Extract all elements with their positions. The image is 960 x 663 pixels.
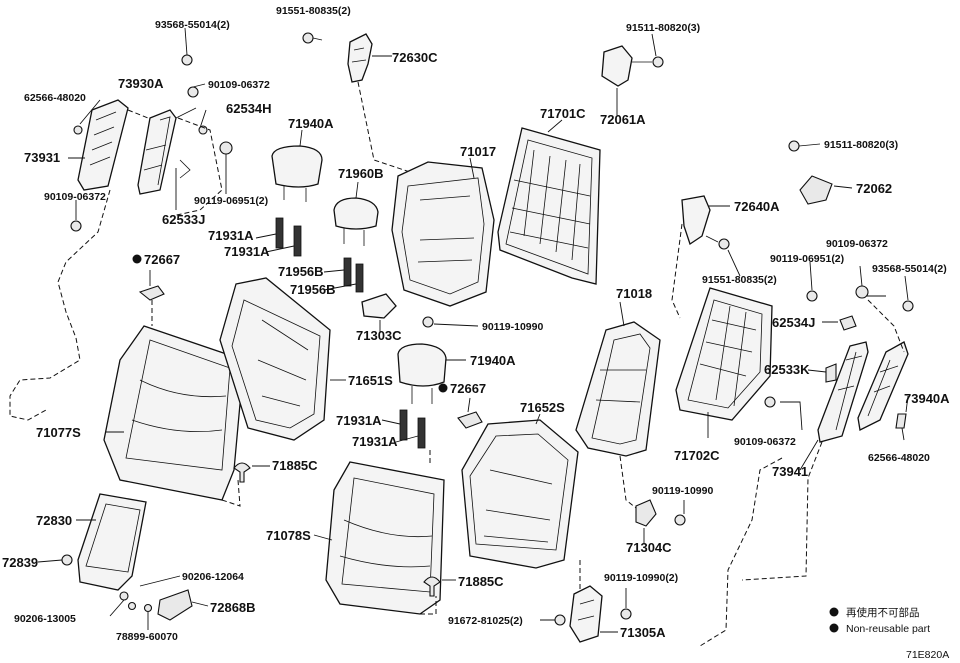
label-71304C: 71304C xyxy=(626,540,672,555)
label-91511-80820: 91511-80820(3) xyxy=(626,22,700,34)
label-71701C: 71701C xyxy=(540,106,586,121)
label-72839: 72839 xyxy=(2,555,38,570)
label-90109-06372-left: 90109-06372 xyxy=(44,191,106,203)
label-72830: 72830 xyxy=(36,513,72,528)
label-90206-13005: 90206-13005 xyxy=(14,613,76,625)
pad-71651S xyxy=(219,277,346,441)
label-90119-10990-c: 90119-10990(2) xyxy=(604,572,678,584)
label-62534J: 62534J xyxy=(772,315,815,330)
label-73941: 73941 xyxy=(772,464,808,479)
label-78899-60070: 78899-60070 xyxy=(116,631,178,643)
label-71931A-1: 71931A xyxy=(208,228,254,243)
hinge-72061A xyxy=(601,33,664,115)
label-91551-80835: 91551-80835(2) xyxy=(276,5,351,17)
label-91511-80820-right: 91511-80820(3) xyxy=(824,139,898,151)
label-62533J: 62533J xyxy=(162,212,205,227)
label-90109-06372-right-top: 90109-06372 xyxy=(826,238,888,250)
bracket-71304C xyxy=(619,455,686,544)
label-90119-06951-right: 90119-06951(2) xyxy=(770,253,844,265)
bracket-72062 xyxy=(788,140,853,205)
headrest-71940A-upper xyxy=(271,129,323,202)
clip-72667-left xyxy=(132,254,165,301)
label-71931A-3: 71931A xyxy=(336,413,382,428)
label-71652S: 71652S xyxy=(520,400,565,415)
label-72061A: 72061A xyxy=(600,112,646,127)
panel-71702C xyxy=(675,287,773,438)
label-91672-81025: 91672-81025(2) xyxy=(448,615,523,627)
label-73930A: 73930A xyxy=(118,76,164,91)
headrest-guides xyxy=(255,217,426,449)
label-90206-12064: 90206-12064 xyxy=(182,571,244,583)
label-72667-left: 72667 xyxy=(144,252,180,267)
clip-71885C-1 xyxy=(233,462,270,483)
legend-marker-jp xyxy=(829,607,839,617)
label-62533K: 62533K xyxy=(764,362,810,377)
label-90109-06372-right: 90109-06372 xyxy=(734,436,796,448)
label-71885C-2: 71885C xyxy=(458,574,504,589)
non-reusable-marker xyxy=(132,254,142,264)
label-71651S: 71651S xyxy=(348,373,393,388)
label-90119-10990-a: 90119-10990 xyxy=(482,321,543,333)
label-90109-06372-left-top: 90109-06372 xyxy=(208,79,270,91)
label-72062: 72062 xyxy=(856,181,892,196)
side-airbag-assembly-left xyxy=(9,27,233,421)
label-91551-80835-right: 91551-80835(2) xyxy=(702,274,777,286)
label-71940A-lower: 71940A xyxy=(470,353,516,368)
label-93568-55014: 93568-55014(2) xyxy=(155,19,230,31)
headrest-71960B xyxy=(333,181,379,246)
figure-code: 71E820A xyxy=(906,649,949,661)
label-71077S: 71077S xyxy=(36,425,81,440)
headrest-71940A-lower xyxy=(397,343,466,404)
label-72667-right: 72667 xyxy=(450,381,486,396)
label-62534H: 62534H xyxy=(226,101,272,116)
label-62566-48020-right: 62566-48020 xyxy=(868,452,930,464)
frame-71017 xyxy=(391,157,495,307)
label-72630C: 72630C xyxy=(392,50,438,65)
label-71956B-2: 71956B xyxy=(290,282,336,297)
label-73940A: 73940A xyxy=(904,391,950,406)
label-71305A: 71305A xyxy=(620,625,666,640)
label-71931A-2: 71931A xyxy=(224,244,270,259)
panel-71701C xyxy=(497,119,601,285)
hinge-72640A xyxy=(671,195,741,319)
clip-72667-right xyxy=(438,383,483,429)
frame-71018 xyxy=(575,301,661,457)
legend-non-reusable-jp: 再使用不可部品 xyxy=(846,606,920,619)
bracket-71305A xyxy=(540,560,632,643)
label-71303C: 71303C xyxy=(356,328,402,343)
legend: 再使用不可部品 Non-reusable part 71E820A xyxy=(829,606,949,661)
label-90119-10990-b: 90119-10990 xyxy=(652,485,713,497)
side-airbag-assembly-right xyxy=(699,261,914,647)
pad-71652S xyxy=(461,413,579,569)
label-71940A-upper: 71940A xyxy=(288,116,334,131)
label-62566-48020-left: 62566-48020 xyxy=(24,92,86,104)
label-90119-06951-left: 90119-06951(2) xyxy=(194,195,268,207)
part-73930A-shape xyxy=(137,109,177,195)
label-71702C: 71702C xyxy=(674,448,720,463)
part-73931-shape xyxy=(77,99,129,191)
cover-71077S xyxy=(103,300,245,507)
label-71960B: 71960B xyxy=(338,166,384,181)
label-71885C-1: 71885C xyxy=(272,458,318,473)
bracket-71303C xyxy=(361,293,479,332)
label-71956B-1: 71956B xyxy=(278,264,324,279)
cover-71078S xyxy=(313,450,445,615)
non-reusable-marker xyxy=(438,383,448,393)
label-71931A-4: 71931A xyxy=(352,434,398,449)
label-71017: 71017 xyxy=(460,144,496,159)
legend-marker-en xyxy=(829,623,839,633)
hinge-72630C xyxy=(302,32,411,173)
label-72640A: 72640A xyxy=(734,199,780,214)
part-labels: 93568-55014(2) 91551-80835(2) 91511-8082… xyxy=(2,5,950,643)
legend-non-reusable-en: Non-reusable part xyxy=(846,623,930,635)
label-93568-55014-right: 93568-55014(2) xyxy=(872,263,947,275)
armrest-72830 xyxy=(37,493,209,630)
clip-71885C-2 xyxy=(423,576,456,597)
label-71018: 71018 xyxy=(616,286,652,301)
label-71078S: 71078S xyxy=(266,528,311,543)
label-73931: 73931 xyxy=(24,150,60,165)
label-72868B: 72868B xyxy=(210,600,256,615)
